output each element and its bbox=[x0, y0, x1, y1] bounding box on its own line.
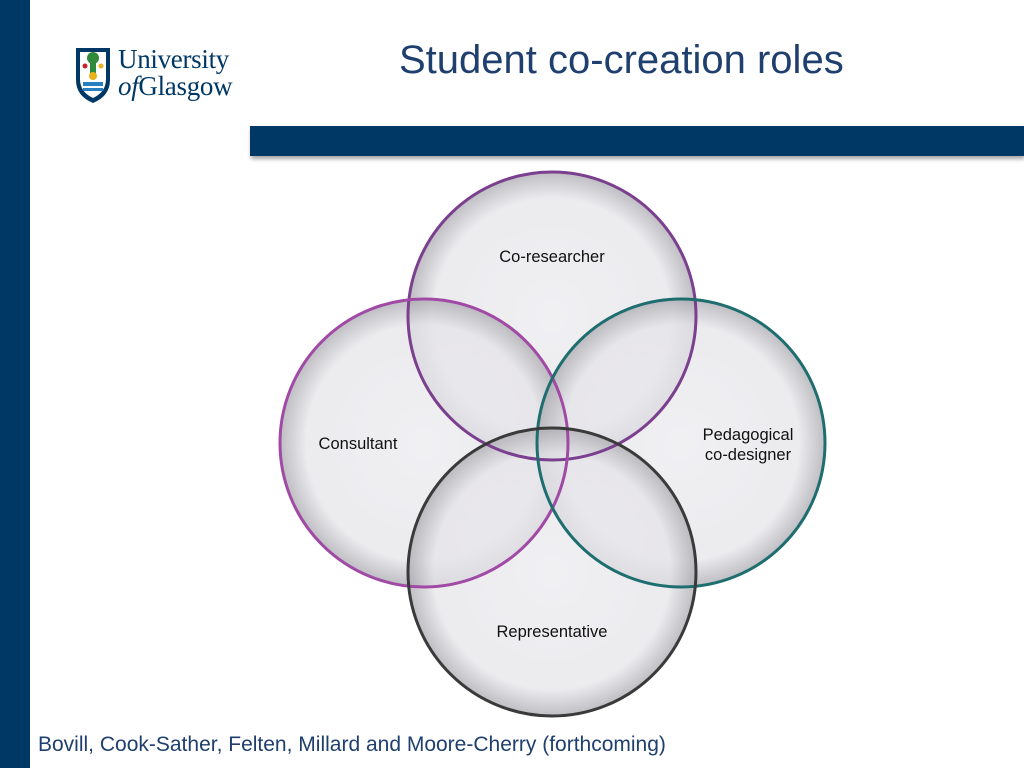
citation-footer: Bovill, Cook-Sather, Felten, Millard and… bbox=[38, 733, 666, 756]
page-title: Student co-creation roles bbox=[399, 38, 844, 82]
logo-glasgow: Glasgow bbox=[138, 71, 233, 101]
label-pedagogical-co-designer: Pedagogical co-designer bbox=[680, 425, 816, 465]
circle-pedagogical-ring bbox=[535, 297, 827, 589]
logo-of: of bbox=[118, 71, 139, 101]
circle-consultant-ring bbox=[278, 297, 570, 589]
label-pedagogical-line2: co-designer bbox=[704, 446, 792, 464]
title-underline-bar bbox=[250, 126, 1024, 156]
circle-representative-ring bbox=[406, 426, 698, 718]
label-representative: Representative bbox=[496, 623, 608, 641]
circle-co-researcher-ring bbox=[406, 170, 698, 462]
crest-icon bbox=[76, 48, 110, 103]
left-accent-bar bbox=[0, 0, 30, 768]
label-co-researcher: Co-researcher bbox=[499, 248, 605, 266]
logo-line-glasgow: ofGlasgow bbox=[118, 71, 233, 101]
circle-representative-fill bbox=[408, 428, 696, 716]
logo-line-university: University bbox=[118, 44, 229, 74]
label-consultant: Consultant bbox=[318, 435, 398, 453]
logo-wordmark: University ofGlasgow bbox=[118, 44, 233, 101]
label-pedagogical-line1: Pedagogical bbox=[702, 426, 794, 444]
university-logo[interactable]: University ofGlasgow bbox=[74, 46, 254, 108]
